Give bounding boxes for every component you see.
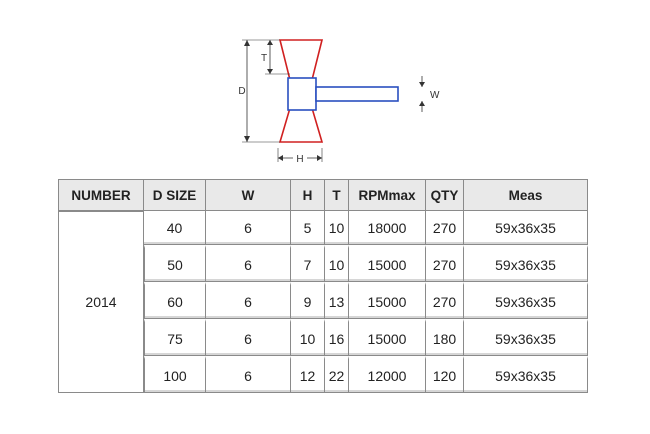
- number-cell: 2014: [58, 211, 144, 393]
- table-cell: 6: [206, 245, 291, 282]
- table-cell: 10: [325, 211, 349, 245]
- header-row: NUMBER D SIZE W H T RPMmax QTY Meas: [58, 179, 588, 211]
- table-row: 50 6 7 10 15000 270 59x36x35: [58, 245, 588, 282]
- label-t: T: [261, 53, 267, 64]
- table-cell: 5: [291, 211, 325, 245]
- table-cell: 59x36x35: [464, 282, 588, 319]
- product-diagram: D T W H: [230, 32, 440, 172]
- label-h: H: [296, 154, 303, 165]
- header-cell: H: [291, 179, 325, 211]
- table-cell: 180: [426, 319, 464, 356]
- table-cell: 22: [325, 356, 349, 393]
- table-cell: 59x36x35: [464, 319, 588, 356]
- table-cell: 10: [325, 245, 349, 282]
- table-cell: 6: [206, 211, 291, 245]
- header-cell: NUMBER: [58, 179, 144, 211]
- header-cell: W: [206, 179, 291, 211]
- spec-table: NUMBER D SIZE W H T RPMmax QTY Meas 2014…: [58, 179, 588, 393]
- table-row: 60 6 9 13 15000 270 59x36x35: [58, 282, 588, 319]
- table-cell: 40: [144, 211, 206, 245]
- table-cell: 270: [426, 245, 464, 282]
- table-cell: 75: [144, 319, 206, 356]
- header-cell: Meas: [464, 179, 588, 211]
- header-cell: T: [325, 179, 349, 211]
- table-cell: 12000: [349, 356, 426, 393]
- table-cell: 9: [291, 282, 325, 319]
- table-cell: 60: [144, 282, 206, 319]
- table-cell: 270: [426, 282, 464, 319]
- table-cell: 50: [144, 245, 206, 282]
- table-cell: 13: [325, 282, 349, 319]
- table-cell: 10: [291, 319, 325, 356]
- table-cell: 59x36x35: [464, 356, 588, 393]
- table-cell: 15000: [349, 282, 426, 319]
- header-cell: QTY: [426, 179, 464, 211]
- cup-brush-drawing: D T W H: [238, 39, 440, 165]
- table-row: 2014 40 6 5 10 18000 270 59x36x35: [58, 211, 588, 393]
- table-cell: 12: [291, 356, 325, 393]
- table-cell: 15000: [349, 319, 426, 356]
- label-w: W: [430, 90, 440, 101]
- table-cell: 15000: [349, 245, 426, 282]
- table-cell: 270: [426, 211, 464, 245]
- label-d: D: [238, 86, 245, 97]
- table-cell: 59x36x35: [464, 245, 588, 282]
- table-row: 75 6 10 16 15000 180 59x36x35: [58, 319, 588, 356]
- table-cell: 120: [426, 356, 464, 393]
- bottom-flare: [278, 107, 324, 143]
- table-cell: 59x36x35: [464, 211, 588, 245]
- table-cell: 6: [206, 319, 291, 356]
- header-cell: D SIZE: [144, 179, 206, 211]
- table-cell: 16: [325, 319, 349, 356]
- table-row: 100 6 12 22 12000 120 59x36x35: [58, 356, 588, 393]
- table-cell: 7: [291, 245, 325, 282]
- table-cell: 100: [144, 356, 206, 393]
- shaft: [315, 86, 399, 102]
- header-cell: RPMmax: [349, 179, 426, 211]
- table-cell: 6: [206, 356, 291, 393]
- hub: [287, 77, 317, 111]
- table-cell: 6: [206, 282, 291, 319]
- table-cell: 18000: [349, 211, 426, 245]
